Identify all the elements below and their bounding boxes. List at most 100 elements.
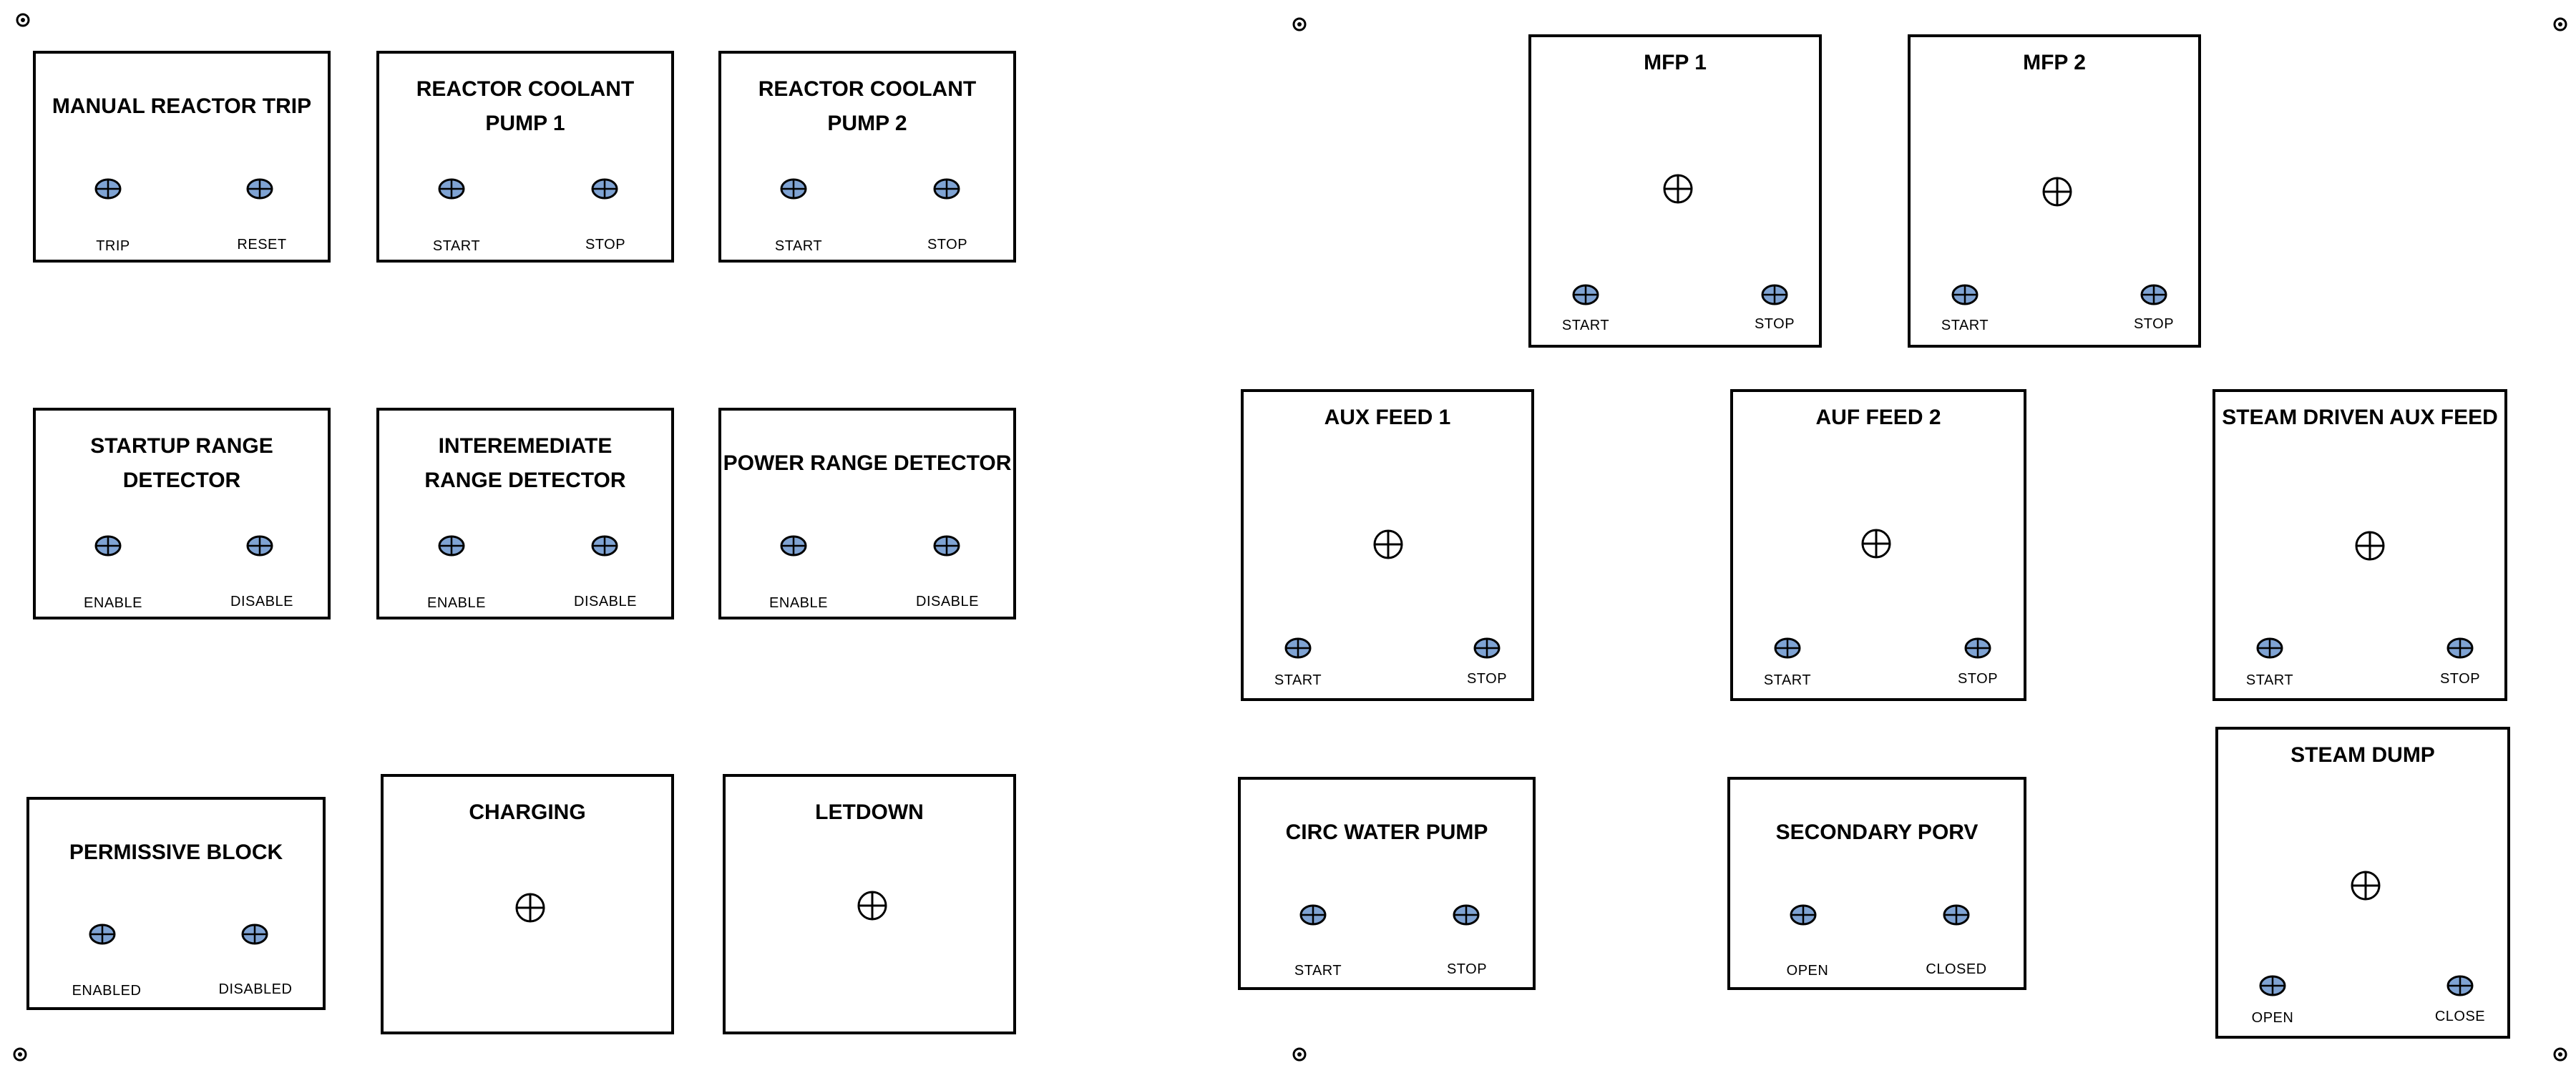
mfp-1-selector-knob[interactable] <box>1662 172 1694 205</box>
panel-title: STEAM DUMP <box>2290 743 2435 767</box>
stop-button[interactable] <box>2140 284 2167 305</box>
round-pushbutton-icon <box>1299 904 1327 926</box>
screw-head-icon <box>1292 1047 1307 1062</box>
round-pushbutton-icon <box>438 535 465 557</box>
disable-label: DISABLE <box>230 594 293 609</box>
stop-label: STOP <box>585 237 626 253</box>
mfp-2-panel: MFP 2 START STOP <box>1908 34 2201 348</box>
letdown-panel: LETDOWN <box>723 774 1016 1034</box>
start-button[interactable] <box>1299 904 1327 926</box>
steam-driven-aux-feed-panel: STEAM DRIVEN AUX FEED START STOP <box>2212 389 2507 701</box>
stop-button[interactable] <box>1761 284 1788 305</box>
mounting-screw-icon <box>13 1047 27 1062</box>
stop-button[interactable] <box>2446 637 2474 659</box>
aux-feed-2-selector-knob[interactable] <box>1860 527 1893 560</box>
round-pushbutton-icon <box>1943 904 1970 926</box>
start-button[interactable] <box>1951 284 1979 305</box>
mounting-screw-icon <box>2553 17 2567 31</box>
intermediate-range-detector-panel: INTEREMEDIATE RANGE DETECTOR ENABLE DISA… <box>376 408 674 619</box>
start-button[interactable] <box>438 178 465 200</box>
power-range-detector-panel: POWER RANGE DETECTOR ENABLE DISABLE <box>718 408 1016 619</box>
permissive-block-panel: PERMISSIVE BLOCK ENABLED DISABLED <box>26 797 326 1010</box>
panel-title: LETDOWN <box>815 800 924 824</box>
start-button[interactable] <box>2256 637 2283 659</box>
selector-knob-icon <box>1373 529 1403 559</box>
open-button[interactable] <box>1790 904 1817 926</box>
open-button[interactable] <box>2259 975 2286 996</box>
round-pushbutton-icon <box>2256 637 2283 659</box>
stop-button[interactable] <box>1964 637 1991 659</box>
mfp-2-selector-knob[interactable] <box>2041 175 2074 208</box>
start-label: START <box>774 238 823 254</box>
charging-selector-knob[interactable] <box>514 891 547 924</box>
disable-button[interactable] <box>591 535 618 557</box>
stop-label: STOP <box>2439 671 2481 687</box>
round-pushbutton-icon <box>246 178 273 200</box>
letdown-selector-knob[interactable] <box>856 889 889 922</box>
panel-title: MFP 2 <box>2023 51 2086 74</box>
round-pushbutton-icon <box>933 178 960 200</box>
stop-label: STOP <box>1957 671 1999 687</box>
start-label: START <box>432 238 481 254</box>
stop-label: STOP <box>927 237 968 253</box>
enabled-button[interactable] <box>89 923 116 945</box>
panel-title: STARTUP RANGE DETECTOR <box>90 434 273 492</box>
closed-button[interactable] <box>1943 904 1970 926</box>
start-button[interactable] <box>1774 637 1801 659</box>
panel-title: SECONDARY PORV <box>1775 820 1979 844</box>
enable-button[interactable] <box>438 535 465 557</box>
start-button[interactable] <box>780 178 807 200</box>
aux-feed-2-panel: AUF FEED 2 START STOP <box>1730 389 2026 701</box>
round-pushbutton-icon <box>2446 975 2474 996</box>
trip-button[interactable] <box>94 178 122 200</box>
panel-title: REACTOR COOLANT PUMP 1 <box>416 77 635 135</box>
mounting-screw-icon <box>1292 17 1307 31</box>
selector-knob-icon <box>1663 174 1693 204</box>
circ-water-pump-panel: CIRC WATER PUMP START STOP <box>1238 777 1536 990</box>
aux-feed-1-panel: AUX FEED 1 START STOP <box>1241 389 1534 701</box>
selector-knob-icon <box>2042 177 2072 207</box>
disable-button[interactable] <box>246 535 273 557</box>
start-label: START <box>1274 672 1322 688</box>
round-pushbutton-icon <box>94 535 122 557</box>
reactor-coolant-pump-1-panel: REACTOR COOLANT PUMP 1 START STOP <box>376 51 674 263</box>
panel-title: STEAM DRIVEN AUX FEED <box>2222 406 2498 429</box>
selector-knob-icon <box>515 893 545 923</box>
start-label: START <box>1763 672 1812 688</box>
close-button[interactable] <box>2446 975 2474 996</box>
enable-label: ENABLE <box>84 595 142 611</box>
secondary-porv-panel: SECONDARY PORV OPEN CLOSED <box>1727 777 2026 990</box>
start-button[interactable] <box>1284 637 1312 659</box>
round-pushbutton-icon <box>1284 637 1312 659</box>
round-pushbutton-icon <box>1572 284 1599 305</box>
enable-button[interactable] <box>780 535 807 557</box>
round-pushbutton-icon <box>1790 904 1817 926</box>
disabled-button[interactable] <box>241 923 268 945</box>
manual-reactor-trip-panel: MANUAL REACTOR TRIP TRIP RESET <box>33 51 331 263</box>
panel-title: AUF FEED 2 <box>1815 406 1941 429</box>
panel-title: PERMISSIVE BLOCK <box>69 841 283 864</box>
disable-button[interactable] <box>933 535 960 557</box>
round-pushbutton-icon <box>94 178 122 200</box>
panel-title: CIRC WATER PUMP <box>1285 820 1488 844</box>
stop-button[interactable] <box>1473 637 1501 659</box>
screw-head-icon <box>2553 17 2567 31</box>
panel-title: AUX FEED 1 <box>1324 406 1451 429</box>
stop-button[interactable] <box>591 178 618 200</box>
start-label: START <box>2245 672 2294 688</box>
steam-driven-aux-feed-selector-knob[interactable] <box>2353 529 2386 562</box>
reset-button[interactable] <box>246 178 273 200</box>
screw-head-icon <box>13 1047 27 1062</box>
enable-button[interactable] <box>94 535 122 557</box>
aux-feed-1-selector-knob[interactable] <box>1372 528 1405 561</box>
trip-label: TRIP <box>96 238 130 254</box>
start-button[interactable] <box>1572 284 1599 305</box>
start-label: START <box>1294 963 1342 979</box>
stop-button[interactable] <box>933 178 960 200</box>
round-pushbutton-icon <box>241 923 268 945</box>
mounting-screw-icon <box>16 13 30 27</box>
stop-button[interactable] <box>1453 904 1480 926</box>
steam-dump-selector-knob[interactable] <box>2349 869 2382 902</box>
selector-knob-icon <box>2351 871 2381 901</box>
startup-range-detector-panel: STARTUP RANGE DETECTOR ENABLE DISABLE <box>33 408 331 619</box>
